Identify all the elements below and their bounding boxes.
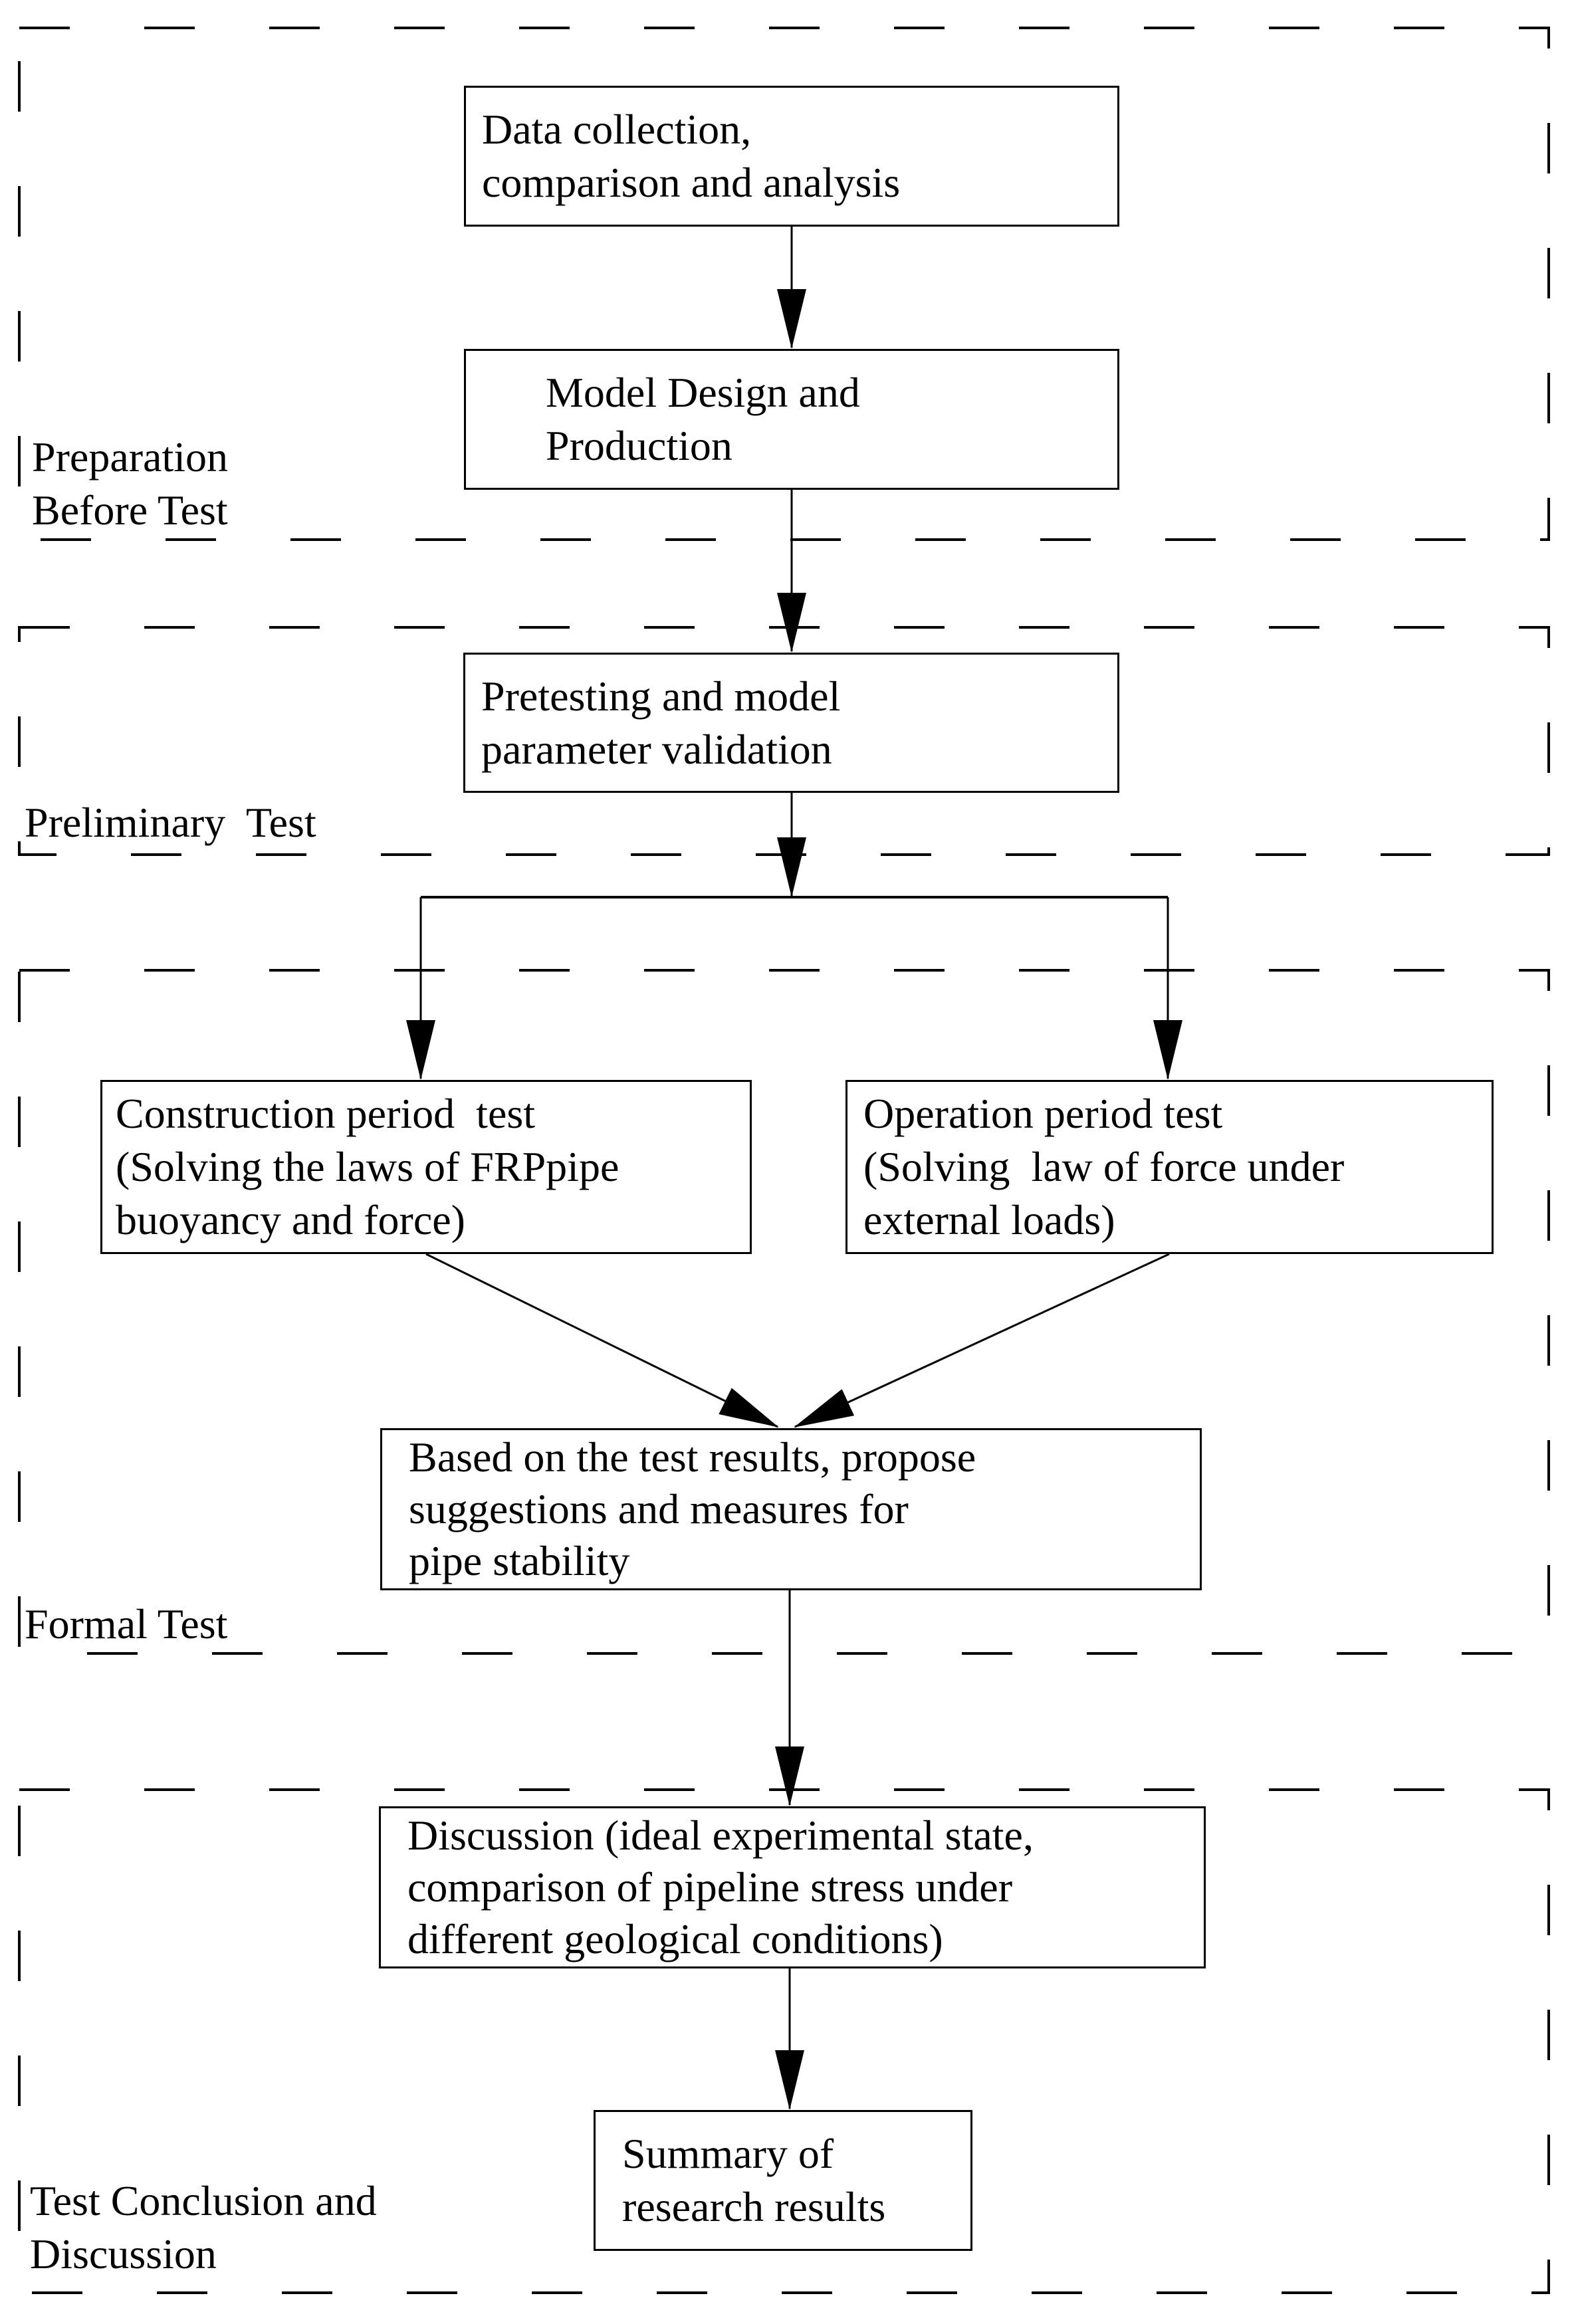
box-construction-period-test: Construction period test (Solving the la… (100, 1080, 752, 1254)
box-model-design-text: Model Design and Production (546, 369, 860, 469)
label-preparation-before-test: Preparation Before Test (32, 433, 228, 534)
box-model-design: Model Design and Production (464, 349, 1119, 490)
region-border-preparation (18, 27, 1550, 541)
box-summary: Summary of research results (594, 2110, 972, 2251)
box-data-collection-text: Data collection, comparison and analysis (482, 106, 901, 206)
box-pretesting-text: Pretesting and model parameter validatio… (481, 672, 841, 773)
box-operation-period-test: Operation period test (Solving law of fo… (845, 1080, 1494, 1254)
box-pretesting: Pretesting and model parameter validatio… (463, 653, 1119, 793)
arrow-construction-to-based (425, 1253, 779, 1428)
box-based-on-test-results: Based on the test results, propose sugge… (380, 1428, 1202, 1590)
box-discussion: Discussion (ideal experimental state, co… (379, 1806, 1206, 1968)
arrow-operation-to-based (794, 1253, 1170, 1428)
box-discussion-text: Discussion (ideal experimental state, co… (407, 1812, 1034, 1962)
box-summary-text: Summary of research results (622, 2130, 886, 2230)
box-construction-period-test-text: Construction period test (Solving the la… (116, 1090, 619, 1243)
region-border-formal (18, 969, 1550, 1655)
label-formal-test: Formal Test (25, 1600, 228, 1647)
label-test-conclusion-discussion: Test Conclusion and Discussion (30, 2177, 377, 2277)
box-data-collection: Data collection, comparison and analysis (464, 86, 1119, 227)
label-preliminary-test: Preliminary Test (25, 799, 316, 846)
box-operation-period-test-text: Operation period test (Solving law of fo… (863, 1090, 1345, 1243)
box-based-on-test-results-text: Based on the test results, propose sugge… (409, 1433, 976, 1584)
